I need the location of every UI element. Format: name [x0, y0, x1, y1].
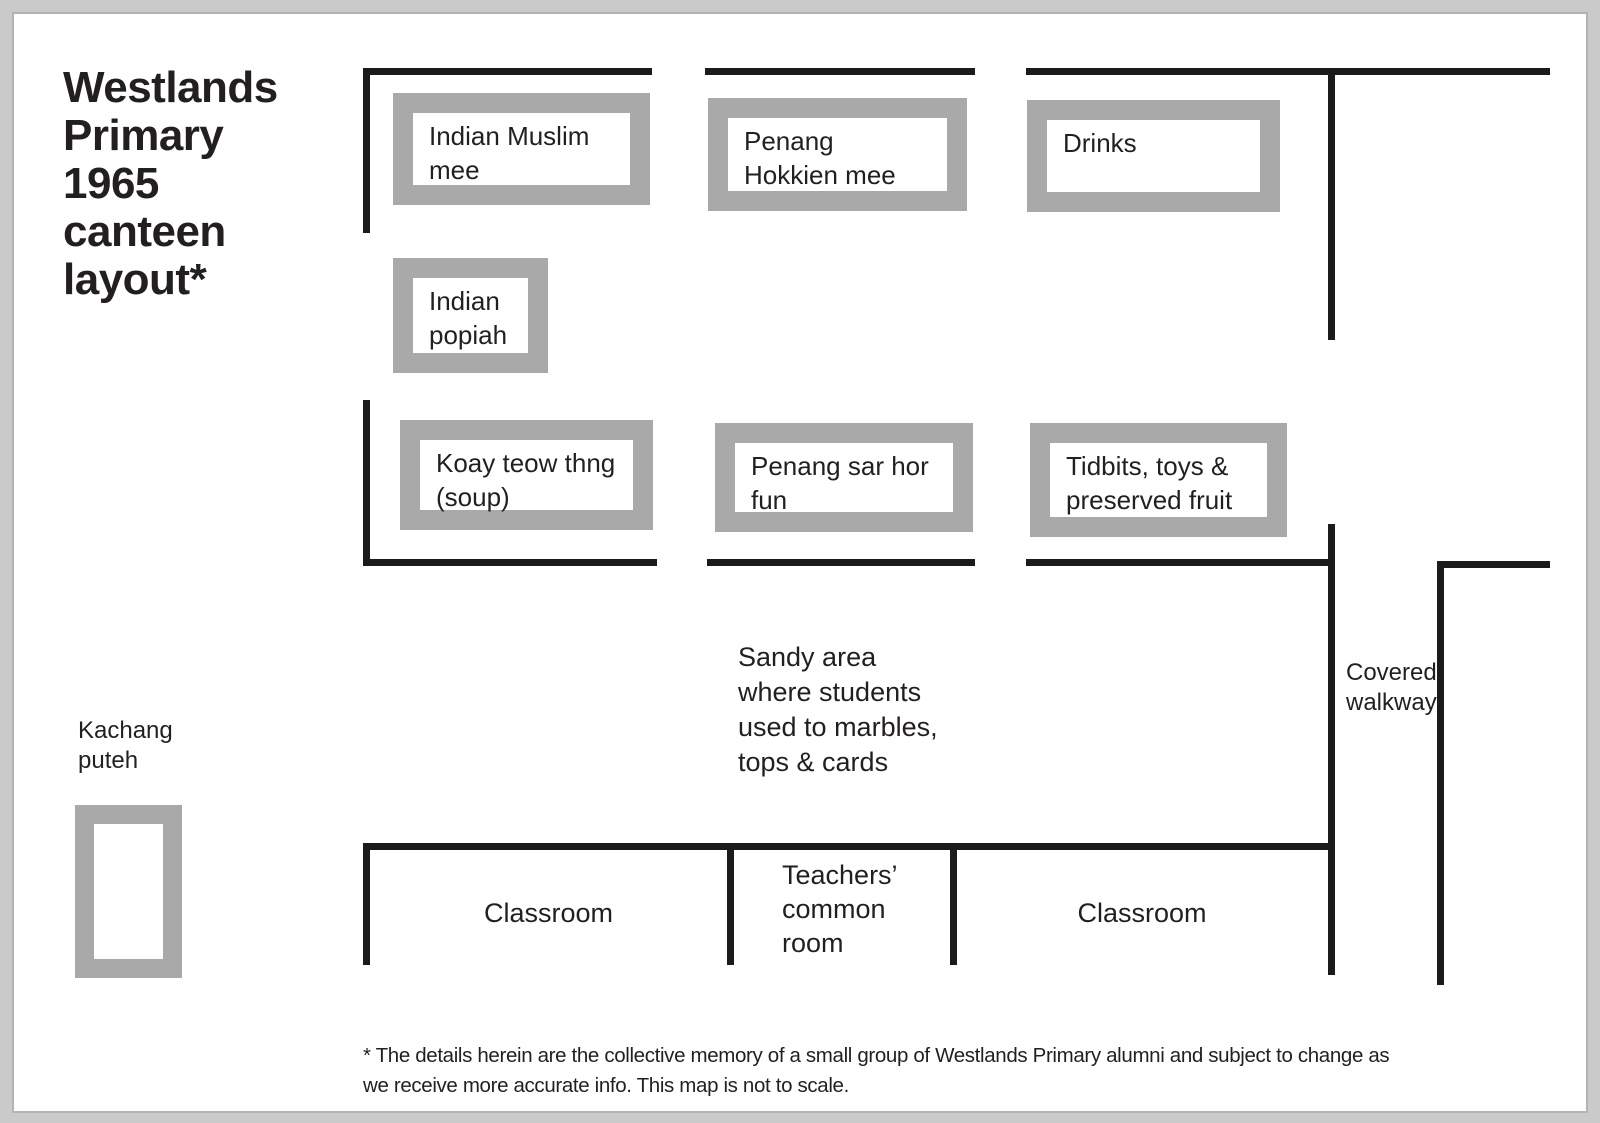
stall-indian-popiah: Indian popiah — [393, 258, 548, 373]
covered-walkway-label: Covered walkway — [1346, 659, 1437, 716]
wall-mid-right-horizontal — [1026, 559, 1335, 566]
footnote: * The details herein are the collective … — [363, 1044, 1390, 1097]
stall-drinks: Drinks — [1027, 100, 1280, 212]
stall-indian-muslim-mee: Indian Muslim mee — [393, 93, 650, 205]
classroom-right-label: Classroom — [1077, 898, 1207, 928]
stall-label-indian-popiah: Indian popiah — [429, 286, 508, 350]
wall-classroom-divider-2 — [950, 843, 957, 965]
teachers-common-room-label: Teachers’ common room — [782, 860, 898, 958]
wall-classroom-left-vertical — [363, 843, 370, 965]
wall-mid-left-vertical — [363, 400, 370, 566]
stall-tidbits-toys-preserved-fruit: Tidbits, toys & preserved fruit — [1030, 423, 1287, 537]
wall-top-left-vertical — [363, 68, 370, 233]
wall-mid-middle-horizontal — [707, 559, 975, 566]
classroom-left-label: Classroom — [483, 898, 614, 928]
wall-top-right-horizontal — [1026, 68, 1550, 75]
sandy-area-label: Sandy area where students used to marble… — [738, 642, 938, 777]
stall-label-penang-hokkien-mee: Penang Hokkien mee — [744, 126, 896, 190]
wall-top-left-horizontal — [363, 68, 652, 75]
wall-walkway-right-horizontal — [1437, 561, 1550, 568]
stall-label-penang-sar-hor-fun: Penang sar hor fun — [751, 451, 929, 515]
kachang-puteh-label: Kachang puteh — [78, 717, 173, 774]
kachang-puteh-stall-box — [75, 805, 182, 978]
stall-label-indian-muslim-mee: Indian Muslim mee — [429, 121, 590, 185]
wall-top-middle-horizontal — [705, 68, 975, 75]
stall-label-drinks: Drinks — [1063, 128, 1137, 158]
wall-walkway-right-vertical — [1437, 561, 1444, 985]
wall-classroom-top-horizontal — [363, 843, 1335, 850]
wall-classroom-divider-1 — [727, 843, 734, 965]
wall-mid-left-horizontal — [363, 559, 657, 566]
wall-top-right-vertical — [1328, 68, 1335, 340]
stall-label-tidbits-toys-preserved-fruit: Tidbits, toys & preserved fruit — [1066, 451, 1233, 515]
stall-label-koay-teow-thng: Koay teow thng (soup) — [436, 448, 616, 512]
stall-koay-teow-thng: Koay teow thng (soup) — [400, 420, 653, 530]
diagram-title: Westlands Primary 1965 canteen layout* — [63, 63, 278, 304]
stall-penang-hokkien-mee: Penang Hokkien mee — [708, 98, 967, 211]
wall-walkway-left-vertical — [1328, 524, 1335, 975]
stall-penang-sar-hor-fun: Penang sar hor fun — [715, 423, 973, 532]
